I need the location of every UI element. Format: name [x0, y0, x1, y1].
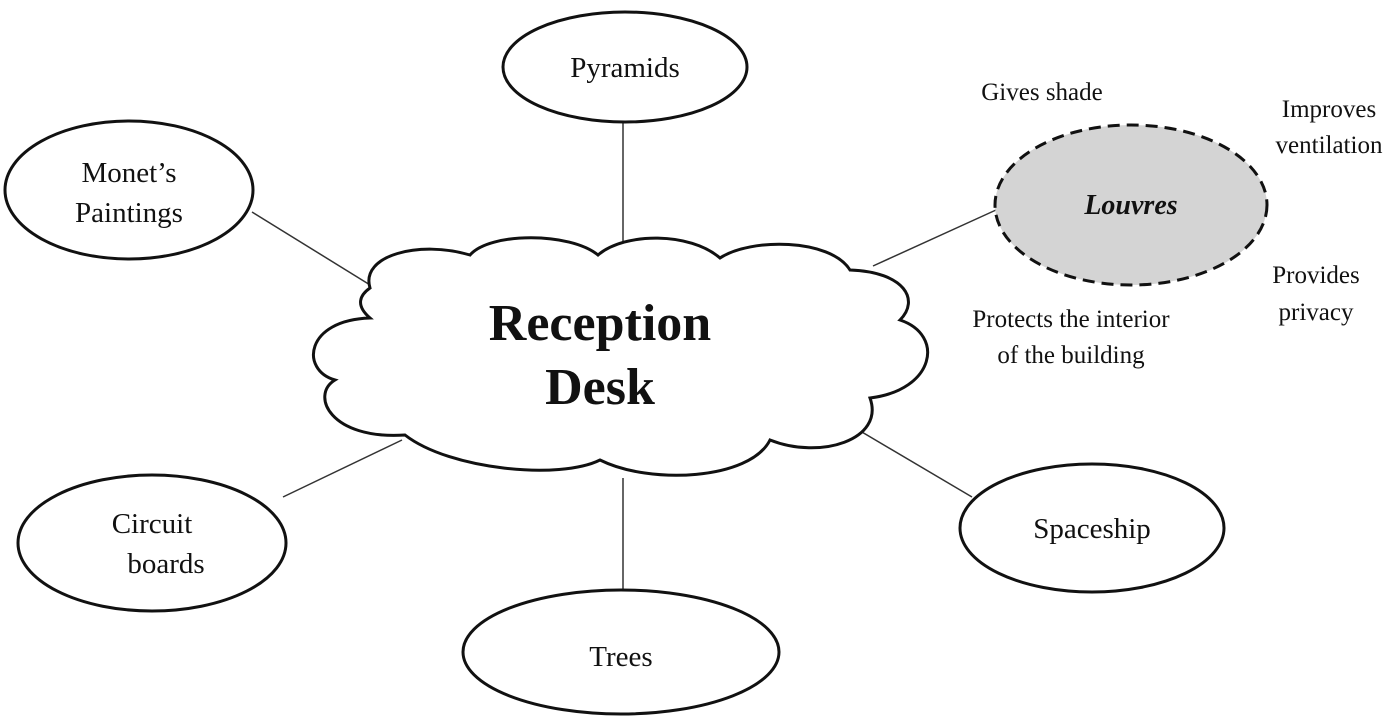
node-circuit-boards-label-line2: boards — [127, 548, 204, 580]
attribute-gives-shade: Gives shade — [981, 79, 1103, 106]
connector-spaceship — [844, 421, 973, 498]
attribute-provides-privacy-line1: Provides — [1272, 262, 1360, 289]
node-louvres-label: Louvres — [1083, 190, 1177, 221]
node-spaceship[interactable] — [958, 462, 1226, 594]
node-monets-paintings[interactable] — [3, 119, 255, 261]
center-label-line1: Reception — [489, 295, 711, 352]
node-circuit-boards[interactable] — [16, 473, 288, 613]
center-label-line2: Desk — [545, 359, 655, 416]
attribute-provides-privacy-line2: privacy — [1279, 299, 1354, 326]
node-pyramids[interactable] — [501, 10, 749, 124]
node-spaceship-label: Spaceship — [1033, 513, 1151, 545]
connector-louvres — [872, 209, 997, 267]
node-monets-paintings-label-line2: Paintings — [75, 197, 183, 229]
node-louvres[interactable] — [993, 123, 1269, 287]
attribute-protects-interior-line2: of the building — [997, 342, 1145, 369]
connector-circuit-boards — [282, 439, 403, 498]
attribute-improves-ventilation-line2: ventilation — [1276, 132, 1383, 159]
node-circuit-boards-label-line1: Circuit — [112, 508, 193, 540]
node-trees-label: Trees — [589, 641, 652, 673]
connector-monets-paintings — [251, 211, 376, 289]
node-pyramids-label: Pyramids — [570, 52, 680, 84]
attribute-protects-interior-line1: Protects the interior — [972, 306, 1170, 333]
node-monets-paintings-label-line1: Monet’s — [81, 157, 176, 189]
attribute-improves-ventilation-line1: Improves — [1282, 96, 1376, 123]
node-trees[interactable] — [461, 588, 781, 716]
center-cloud — [312, 236, 930, 477]
